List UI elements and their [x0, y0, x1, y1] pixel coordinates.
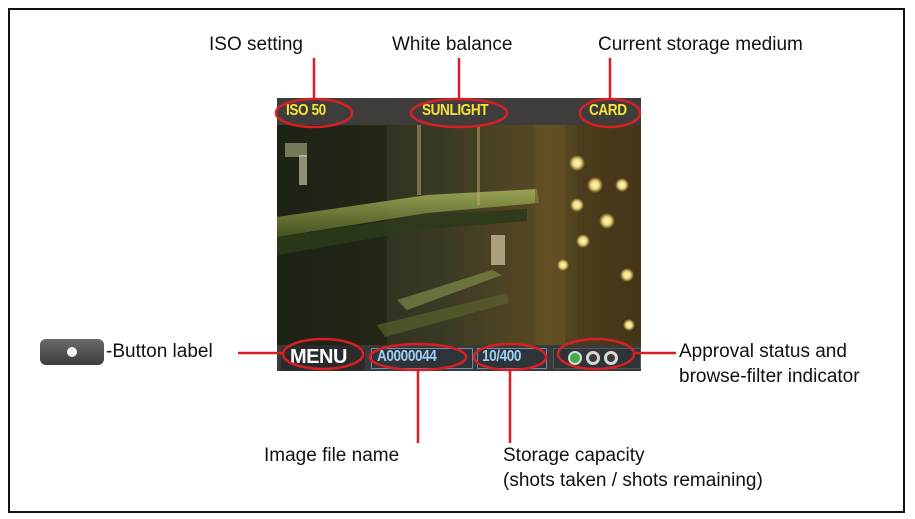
callout-approval-line2: browse-filter indicator [679, 366, 860, 387]
callout-iso-setting: ISO setting [209, 34, 303, 55]
capacity-readout: 10/400 [482, 348, 522, 365]
ring-iso [274, 97, 354, 129]
callout-capacity-line1: Storage capacity [503, 445, 645, 466]
callout-capacity-line2: (shots taken / shots remaining) [503, 470, 763, 491]
callout-file-name: Image file name [264, 445, 400, 466]
approval-empty-dot-icon [586, 351, 600, 365]
callout-approval-line1: Approval status and [679, 341, 847, 362]
white-balance-readout: SUNLIGHT [422, 102, 489, 119]
menu-button-tab[interactable]: MENU [281, 345, 365, 371]
file-name-readout: A0000044 [377, 348, 437, 365]
ring-white-balance [409, 97, 509, 129]
callout-white-balance: White balance [392, 34, 513, 55]
preview-photo [277, 125, 641, 345]
iso-readout: ISO 50 [286, 102, 326, 119]
menu-label: MENU [290, 346, 347, 368]
callout-storage-medium: Current storage medium [598, 34, 803, 55]
approval-green-dot-icon [568, 351, 582, 365]
round-button-icon [40, 339, 104, 365]
ring-storage [578, 97, 642, 129]
diagram-frame [8, 8, 905, 513]
ring-menu [281, 337, 365, 371]
callout-button-label: -Button label [106, 341, 213, 362]
approval-empty-dot-icon [604, 351, 618, 365]
storage-medium-readout: CARD [589, 102, 627, 119]
ring-file-name [368, 342, 468, 372]
ring-approval [556, 337, 636, 371]
ring-capacity [472, 342, 548, 372]
